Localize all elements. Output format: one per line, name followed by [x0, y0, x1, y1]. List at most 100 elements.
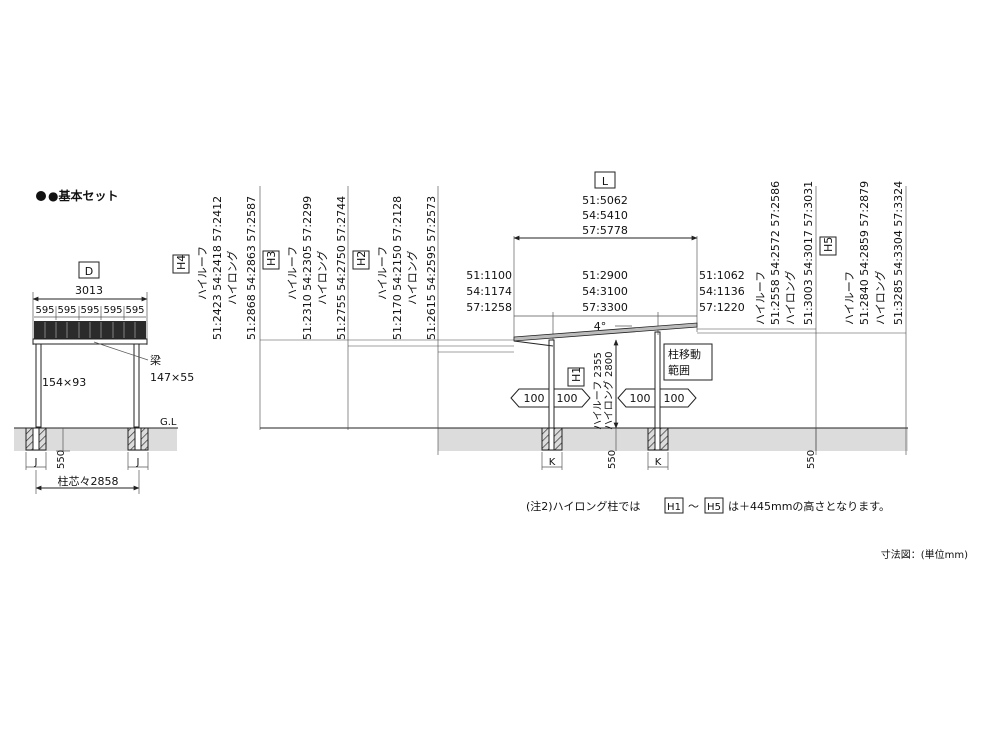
- h1-value: ハイルーフ 2355: [593, 352, 604, 430]
- center-span: 54:3100: [582, 285, 628, 298]
- h-column-line: 51:2840 54:2859 57:2879: [858, 181, 871, 325]
- range-arrow-label: 100: [630, 392, 651, 405]
- h-column-line: ハイルーフ: [376, 246, 389, 300]
- h-column-line: ハイロング: [225, 250, 239, 305]
- post-left: [35, 343, 42, 428]
- column-move-range-label: 柱移動: [668, 347, 701, 361]
- beam-size: 147×55: [150, 371, 194, 384]
- range-arrow-label: 100: [664, 392, 685, 405]
- range-arrow-label: 100: [557, 392, 578, 405]
- h-column-line: ハイルーフ: [196, 246, 209, 300]
- footnote: (注2)ハイロング柱では H1 ～ H5 は＋445mmの高さとなります。: [526, 497, 890, 514]
- h-column-line: 51:2615 54:2595 57:2573: [425, 196, 438, 340]
- bay-label: 595: [103, 305, 122, 316]
- range-arrow-right: [553, 388, 591, 408]
- h-column-line: 51:3285 54:3304 57:3324: [892, 181, 905, 325]
- bay-labels: 595 595 595 595 595: [35, 305, 144, 316]
- title-bullet: [36, 191, 46, 201]
- h4-tag-box: [172, 254, 190, 274]
- side-ground-fill: [438, 428, 908, 451]
- h-column-line: ハイロング: [783, 270, 797, 325]
- bay-label: 595: [35, 305, 54, 316]
- front-depth-550: 550: [56, 450, 67, 469]
- h4-tag: H4: [175, 255, 188, 270]
- k-label-right: K: [655, 457, 662, 468]
- front-width-total: 3013: [75, 284, 103, 297]
- h1-tag: H1: [570, 367, 583, 382]
- range-arrow-right: [659, 388, 697, 408]
- l-value: 54:5410: [582, 209, 628, 222]
- bay-label: 595: [80, 305, 99, 316]
- l-value: 51:5062: [582, 194, 628, 207]
- section-title: ●基本セット: [48, 188, 118, 203]
- height-column-rightmost: ハイルーフ 51:2840 54:2859 57:2879 ハイロング 51:3…: [843, 181, 905, 325]
- column-move-range-box: [663, 343, 713, 381]
- right-overhang: 54:1136: [699, 285, 745, 298]
- roof-angle: 4°: [594, 320, 607, 333]
- height-column-h3: H3 ハイルーフ 51:2310 54:2305 57:2299 ハイロング 5…: [262, 196, 348, 340]
- ground-level-label: G.L: [160, 417, 177, 428]
- h-column-line: 51:2755 54:2750 57:2744: [335, 196, 348, 340]
- h1-value: ハイロング 2800: [602, 352, 615, 430]
- sloped-roof: [513, 322, 698, 342]
- h-column-line: ハイルーフ: [286, 246, 299, 300]
- height-column-h4: H4 ハイルーフ 51:2423 54:2418 57:2412 ハイロング 5…: [172, 196, 258, 340]
- note-tag-box: [664, 497, 684, 514]
- left-overhang: 57:1258: [466, 301, 512, 314]
- l-tag-box: [594, 171, 616, 189]
- beam-label: 梁: [150, 353, 161, 367]
- h2-tag-box: [352, 250, 370, 270]
- side-view: L 51:5062 54:5410 57:5778 51:1100 54:117…: [259, 171, 908, 470]
- h-column-line: ハイルーフ: [843, 271, 856, 325]
- h3-tag: H3: [265, 251, 278, 266]
- post-size: 154×93: [42, 376, 86, 389]
- left-overhang: 54:1174: [466, 285, 512, 298]
- roof-ribs: [44, 322, 136, 338]
- k-label-left: K: [549, 457, 556, 468]
- right-overhang: 57:1220: [699, 301, 745, 314]
- bay-label: 595: [57, 305, 76, 316]
- range-arrow-label: 100: [524, 392, 545, 405]
- post-pitch: 柱芯々2858: [58, 474, 119, 488]
- center-span: 57:3300: [582, 301, 628, 314]
- h2-tag: H2: [355, 251, 368, 266]
- note-tilde: ～: [688, 500, 699, 513]
- h-column-line: ハイロング: [873, 270, 887, 325]
- bay-label: 595: [125, 305, 144, 316]
- h-column-line: 51:2868 54:2863 57:2587: [245, 196, 258, 340]
- side-depth-550: 550: [806, 450, 817, 469]
- unit-label: 寸法図：(単位mm): [881, 548, 968, 561]
- column-move-range-label: 範囲: [668, 363, 690, 377]
- l-value: 57:5778: [582, 224, 628, 237]
- side-post-left: [548, 339, 555, 429]
- j-label-left: J: [34, 457, 38, 468]
- note-suffix: は＋445mmの高さとなります。: [728, 499, 890, 513]
- h-column-line: ハイロング: [315, 250, 329, 305]
- h-column-line: ハイルーフ: [754, 271, 767, 325]
- range-arrow-left: [510, 388, 550, 408]
- h5-tag-box: [819, 236, 837, 256]
- l-tag: L: [602, 175, 609, 188]
- note-tag-a: H1: [667, 502, 681, 513]
- h-column-line: 51:2423 54:2418 57:2412: [211, 196, 224, 340]
- h-column-line: ハイロング: [405, 250, 419, 305]
- beam: [32, 338, 148, 345]
- front-view: D 3013 595 595 595 595 595 梁 147×5: [14, 261, 194, 494]
- center-span: 51:2900: [582, 269, 628, 282]
- h3-tag-box: [262, 250, 280, 270]
- j-label-right: J: [136, 457, 140, 468]
- side-depth-550: 550: [607, 450, 618, 469]
- note-tag-box: [704, 497, 724, 514]
- right-overhang: 51:1062: [699, 269, 745, 282]
- note-prefix: (注2)ハイロング柱では: [526, 499, 640, 513]
- height-column-h5: ハイルーフ 51:2558 54:2572 57:2586 ハイロング 51:3…: [754, 181, 837, 325]
- height-column-h2: H2 ハイルーフ 51:2170 54:2150 57:2128 ハイロング 5…: [352, 196, 438, 340]
- h-column-line: 51:2558 54:2572 57:2586: [769, 181, 782, 325]
- note-tag-b: H5: [707, 502, 721, 513]
- left-overhang: 51:1100: [466, 269, 512, 282]
- h5-tag: H5: [822, 237, 835, 252]
- d-tag: D: [85, 265, 93, 278]
- post-right: [133, 343, 140, 428]
